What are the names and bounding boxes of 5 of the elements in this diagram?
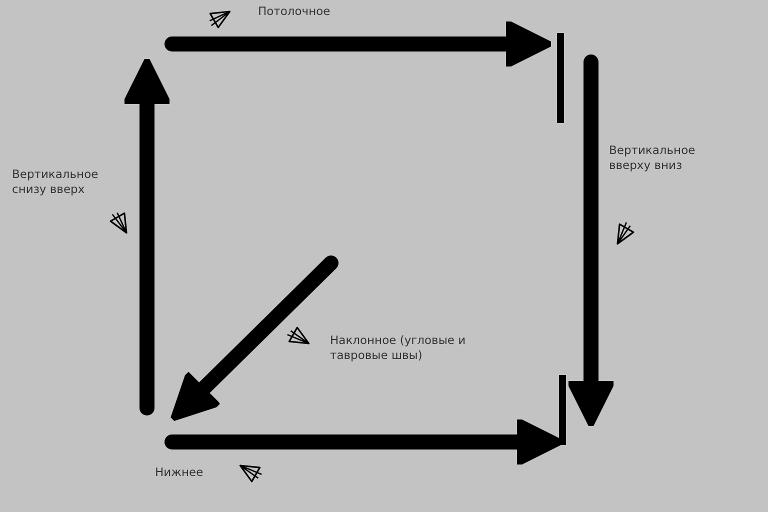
position-label: Наклонное (угловые и тавровые швы) bbox=[330, 333, 467, 363]
position-label: Нижнее bbox=[155, 465, 204, 480]
position-label: Потолочное bbox=[258, 4, 332, 19]
position-label: Вертикальное вверху вниз bbox=[609, 143, 696, 173]
position-label: Вертикальное снизу вверх bbox=[12, 167, 100, 197]
